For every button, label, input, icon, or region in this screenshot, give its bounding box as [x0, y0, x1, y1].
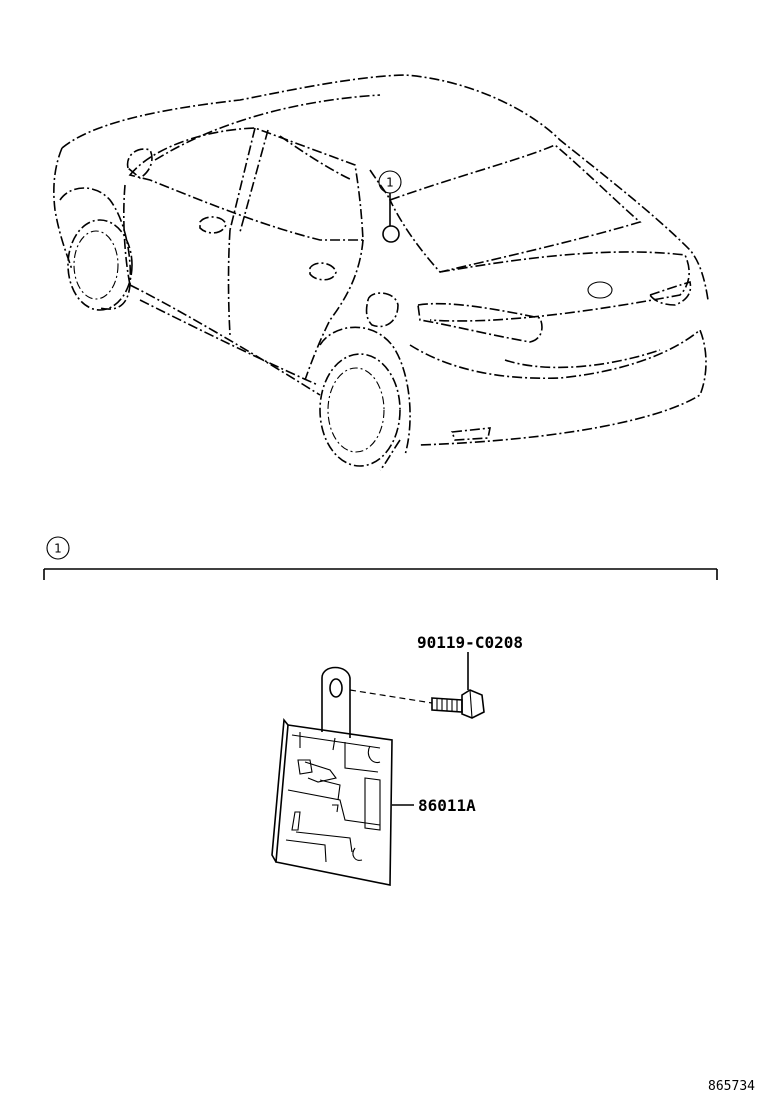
bolt-alignment-line: [349, 689, 433, 704]
sedan-rear-view-icon: [53, 74, 709, 471]
section-header: 1: [43, 536, 718, 580]
section-callout-number: 1: [54, 542, 62, 556]
bolt-part-number: 90119-C0208: [417, 633, 523, 652]
module-bracket-icon: [271, 666, 393, 886]
illustration-code: 865734: [708, 1079, 755, 1094]
vehicle-callout-number: 1: [386, 176, 394, 190]
vehicle-callout: 1: [378, 170, 402, 243]
module-part-number: 86011A: [418, 796, 476, 815]
bolt-icon: [431, 689, 485, 719]
